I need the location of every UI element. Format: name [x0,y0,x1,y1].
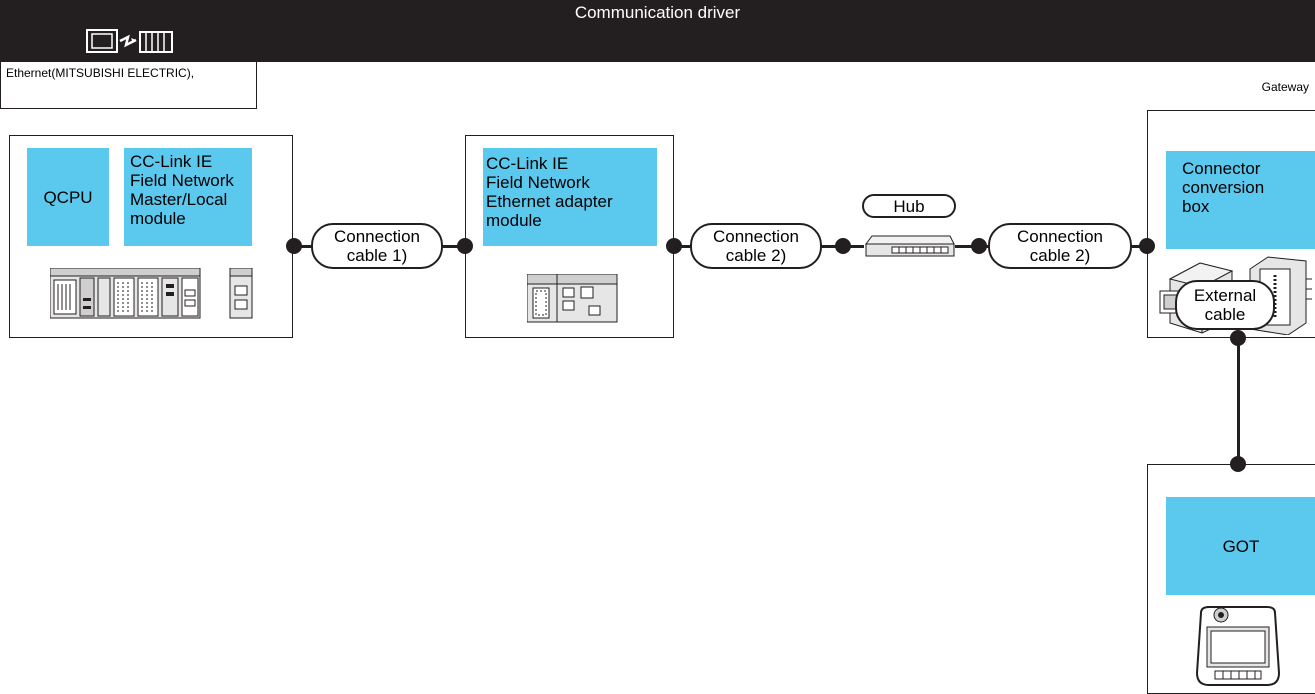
connection-dot [1230,330,1246,346]
module-label-line: CC-Link IE [130,152,213,171]
driver-line-2: Gateway [1261,80,1309,94]
connection-dot [1139,238,1155,254]
connection-dot [457,238,473,254]
adapter-label-line: CC-Link IE [486,154,569,173]
cable-label-line: Connection [712,227,799,246]
got-panel: GOT [1147,464,1315,694]
module-label-line: Master/Local [130,190,228,209]
hub-icon [865,235,955,257]
cable-label-line: Connection [333,227,420,246]
cable-label-line: cable [1204,305,1246,324]
connector-label-line: conversion [1182,178,1265,197]
adapter-module-illustration [527,274,618,323]
got-handheld-illustration [1195,606,1281,686]
connector-label-line: Connector [1182,159,1261,178]
connection-dot [286,238,302,254]
master-local-module-label: CC-Link IE Field Network Master/Local mo… [124,148,252,246]
plc-rack-illustration [50,268,253,319]
pc-to-plc-icon [86,29,173,53]
got-label: GOT [1166,497,1315,595]
connector-line [1237,338,1240,464]
connector-conversion-box-label: Connector conversion box [1166,151,1315,249]
connection-cable-2-label: Connection cable 2) [690,223,822,269]
plc-panel: QCPU CC-Link IE Field Network Master/Loc… [9,135,293,338]
connection-dot [1230,456,1246,472]
external-cable-label: External cable [1175,280,1275,330]
cable-label-line: Connection [1016,227,1103,246]
connection-dot [971,238,987,254]
communication-driver-title: Communication driver [574,3,741,22]
adapter-panel: CC-Link IE Field Network Ethernet adapte… [465,135,674,338]
connection-dot [835,238,851,254]
module-label-line: module [130,209,186,228]
cable-label-line: cable 2) [1029,246,1091,265]
adapter-label-line: Ethernet adapter [486,192,613,211]
connection-dot [666,238,682,254]
module-label-line: Field Network [130,171,234,190]
communication-driver-box: Communication driver Ethernet(MITSUBISHI… [0,0,1315,109]
driver-line-1: Ethernet(MITSUBISHI ELECTRIC), [6,66,195,80]
qcpu-label: QCPU [27,148,109,246]
connection-cable-1-label: Connection cable 1) [311,223,443,269]
connector-label-line: box [1182,197,1210,216]
communication-driver-description: Ethernet(MITSUBISHI ELECTRIC), Gateway [6,66,1309,94]
ethernet-adapter-module-label: CC-Link IE Field Network Ethernet adapte… [483,148,657,246]
connection-cable-2-label: Connection cable 2) [988,223,1132,269]
communication-driver-header: Communication driver [0,0,1315,62]
hub-label-text: Hub [893,196,925,216]
cable-label-line: cable 2) [725,246,787,265]
adapter-label-line: module [486,211,542,230]
hub-label: Hub [862,194,956,218]
cable-label-line: External [1193,286,1257,305]
cable-label-line: cable 1) [346,246,408,265]
adapter-label-line: Field Network [486,173,590,192]
